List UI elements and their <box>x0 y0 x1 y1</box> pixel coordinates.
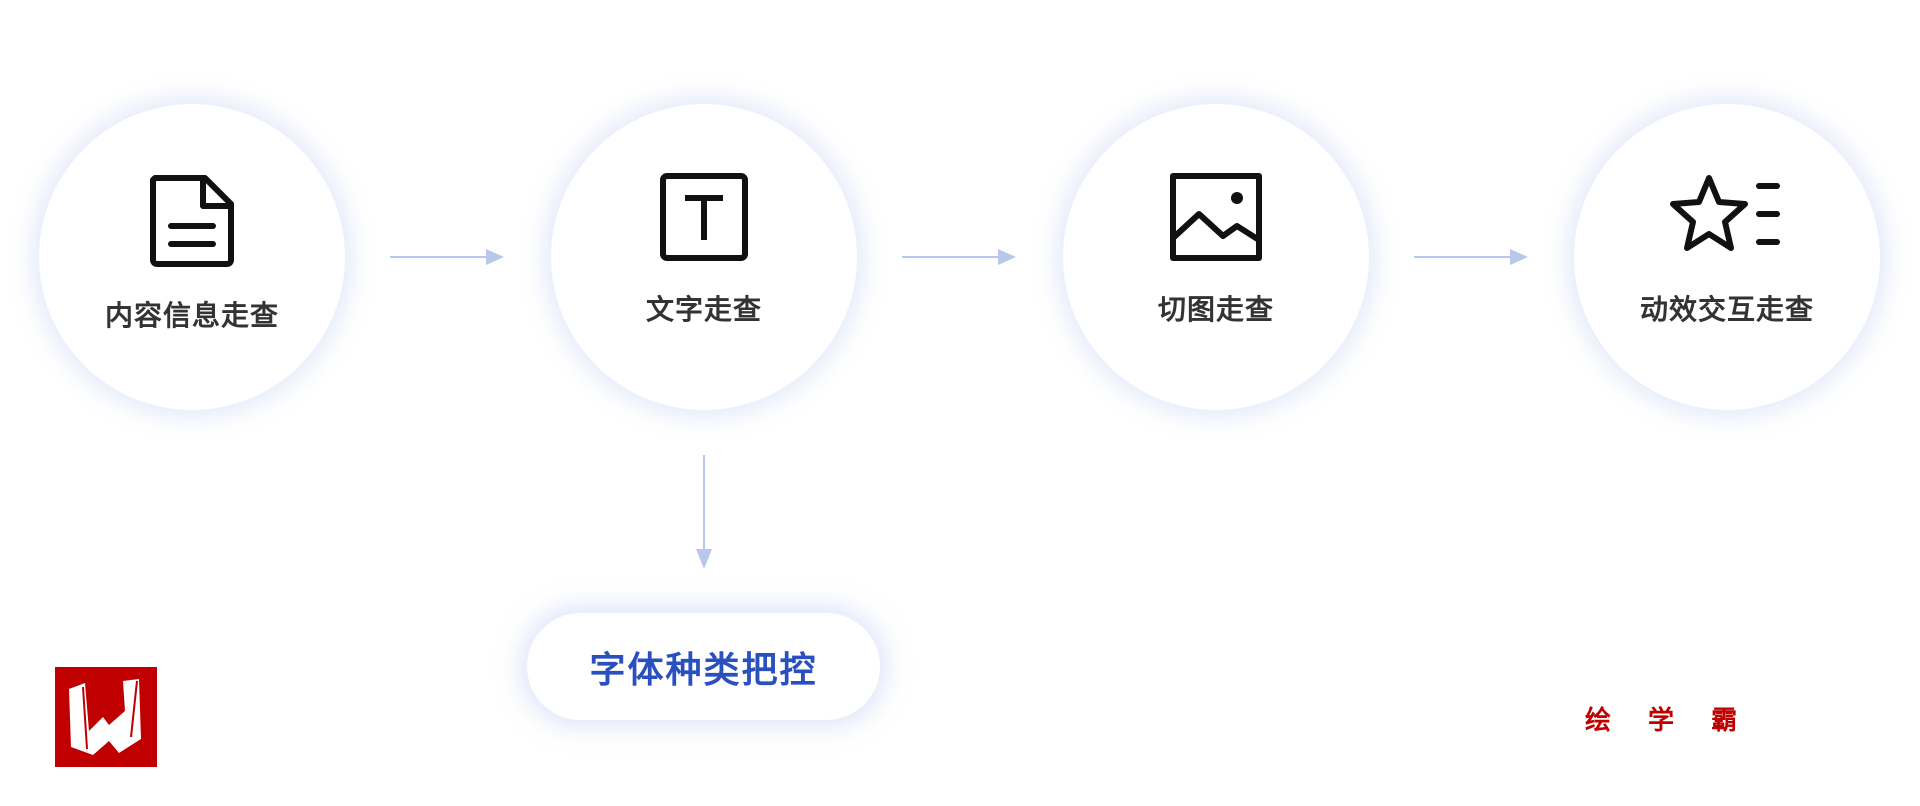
sub-step-label: 字体种类把控 <box>589 649 818 691</box>
step-label: 内容信息走查 <box>104 299 279 332</box>
step-label: 切图走查 <box>1157 293 1274 326</box>
step-label: 动效交互走查 <box>1639 293 1814 326</box>
step-content-info: 内容信息走查 <box>39 104 345 410</box>
sub-step-font-control: 字体种类把控 <box>527 613 880 720</box>
arrow-right <box>1414 249 1528 265</box>
star-list-icon <box>1670 175 1780 251</box>
step-text: 文字走查 <box>551 104 857 410</box>
arrow-right <box>902 249 1016 265</box>
step-slicing: 切图走查 <box>1063 104 1369 410</box>
document-icon <box>150 175 234 267</box>
brand-logo <box>55 667 157 767</box>
text-icon <box>660 173 748 261</box>
image-icon <box>1170 173 1262 261</box>
watermark-text: 绘 学 霸 <box>1585 706 1752 736</box>
arrow-right <box>390 249 504 265</box>
step-label: 文字走查 <box>645 293 762 326</box>
step-motion-interaction: 动效交互走查 <box>1574 104 1880 410</box>
w-logo-icon <box>69 679 141 755</box>
arrow-down <box>696 455 712 569</box>
